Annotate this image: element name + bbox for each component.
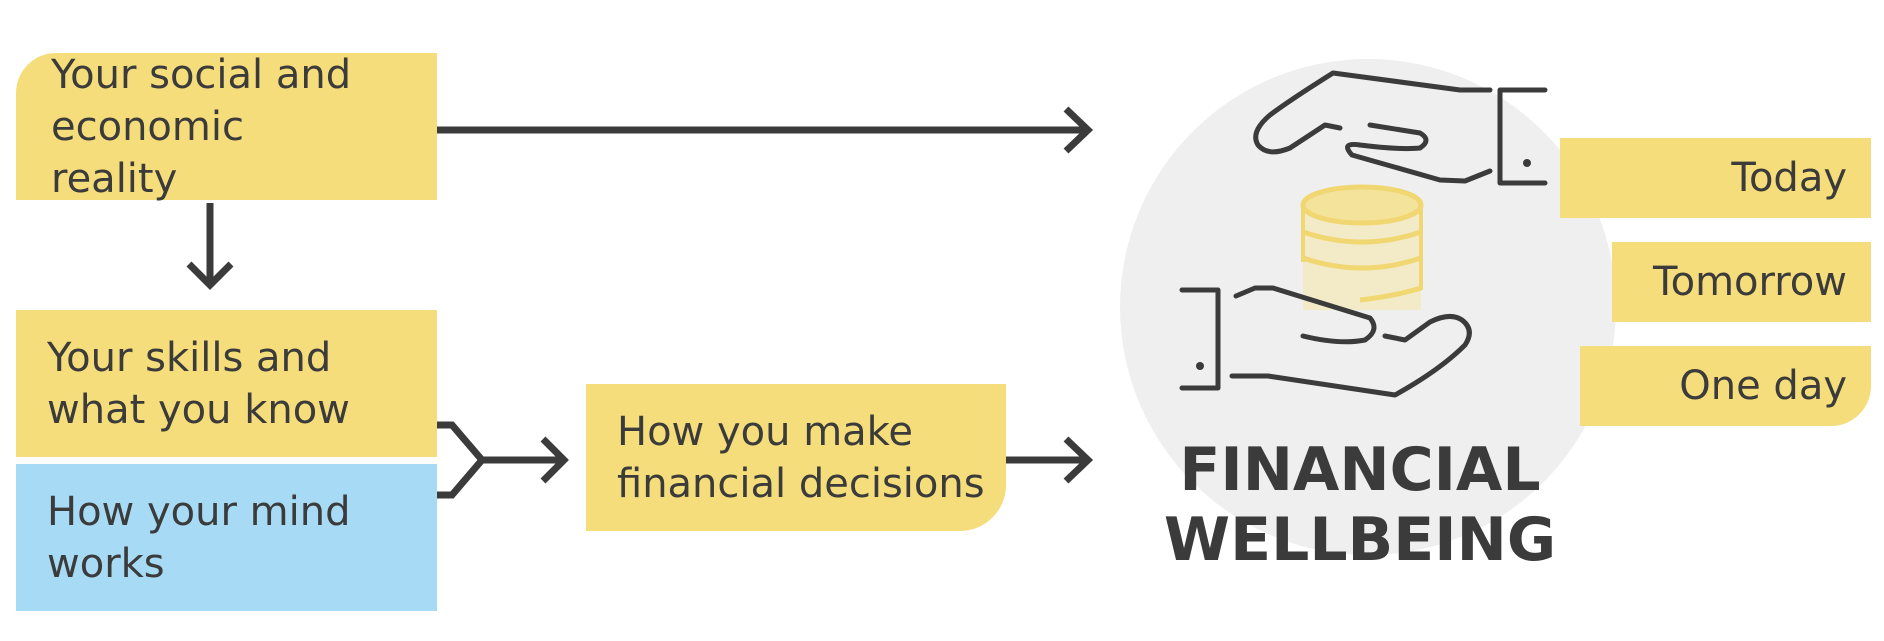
arrow-decisions-to-wellbeing	[1005, 436, 1094, 484]
financial-decisions-box: How you make financial decisions	[586, 384, 1006, 531]
mind-works-label: How your mind works	[47, 488, 351, 587]
skills-knowledge-box: Your skills and what you know	[16, 310, 437, 457]
skills-knowledge-label: Your skills and what you know	[47, 334, 350, 433]
hand-under-icon	[1179, 285, 1472, 398]
timeframe-today-label: Today	[1731, 155, 1847, 201]
financial-wellbeing-line1: FINANCIAL	[1179, 435, 1541, 505]
arrow-merge-to-decisions	[437, 421, 569, 499]
financial-wellbeing-title: FINANCIAL WELLBEING	[1150, 435, 1570, 575]
financial-decisions-label: How you make financial decisions	[617, 408, 985, 507]
social-reality-box: Your social and economic reality	[16, 52, 437, 202]
timeframe-today: Today	[1560, 138, 1871, 218]
mind-works-box: How your mind works	[16, 464, 437, 611]
arrow-social-to-wellbeing	[437, 106, 1094, 154]
financial-wellbeing-line2: WELLBEING	[1163, 505, 1557, 575]
timeframe-one-day-label: One day	[1679, 363, 1847, 409]
coin-stack-icon	[1300, 184, 1424, 310]
timeframe-tomorrow: Tomorrow	[1612, 242, 1871, 322]
arrow-social-to-skills	[186, 203, 234, 290]
social-reality-label: Your social and economic reality	[51, 51, 352, 202]
timeframe-one-day: One day	[1580, 346, 1871, 426]
timeframe-tomorrow-label: Tomorrow	[1652, 259, 1847, 305]
hand-over-icon	[1253, 70, 1548, 186]
